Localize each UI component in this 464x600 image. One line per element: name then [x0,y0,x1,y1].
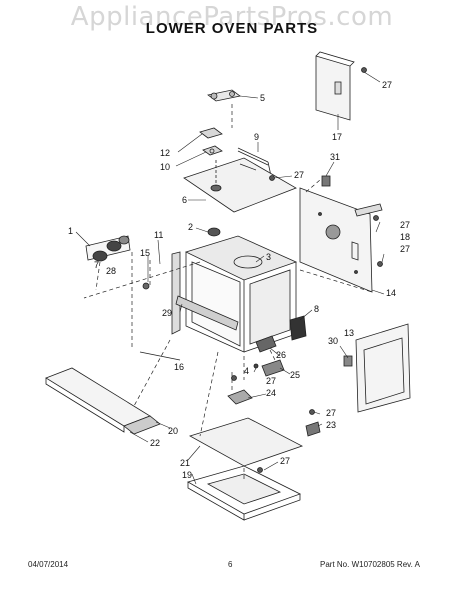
part-5-drawing[interactable] [207,89,241,102]
footer-page-number: 6 [228,560,233,569]
assembly-lines [83,104,373,480]
callout-13: 13 [344,328,354,338]
callout-19: 19 [182,470,192,480]
callout-21: 21 [180,458,190,468]
part-30-drawing[interactable] [343,355,353,367]
part-10-drawing[interactable] [202,145,223,156]
part-16-drawing[interactable] [139,351,181,361]
callout-6: 6 [182,195,187,205]
callout-27: 27 [326,408,336,418]
callout-12: 12 [160,148,170,158]
part-4-drawing[interactable] [253,363,259,369]
part-18-drawing[interactable] [354,203,383,217]
callout-15: 15 [140,248,150,258]
callout-25: 25 [290,370,300,380]
callout-7: 7 [94,260,99,270]
callout-27: 27 [400,220,410,230]
callout-27: 27 [280,456,290,466]
part-17-drawing[interactable] [315,51,355,121]
callout-3: 3 [266,252,271,262]
callout-16: 16 [174,362,184,372]
callout-27: 27 [400,244,410,254]
part-19-drawing[interactable] [186,465,302,521]
footer-date: 04/07/2014 [28,560,69,569]
part-3-drawing[interactable] [184,235,298,353]
part-27-drawing[interactable] [231,67,383,473]
callout-31: 31 [330,152,340,162]
part-21-drawing[interactable] [188,417,304,467]
callout-9: 9 [254,132,259,142]
part-14-drawing[interactable] [299,187,373,293]
callout-22: 22 [150,438,160,448]
callout-26: 26 [276,350,286,360]
part-25-drawing[interactable] [261,359,285,377]
part-31-drawing[interactable] [321,175,331,187]
part-7-drawing[interactable] [92,235,130,262]
leader-lines [75,71,385,485]
callout-27: 27 [382,80,392,90]
callout-1: 1 [68,226,73,236]
callout-24: 24 [266,388,276,398]
part-15-drawing[interactable] [142,282,150,290]
part-24-drawing[interactable] [227,389,253,405]
callout-23: 23 [326,420,336,430]
part-6-drawing[interactable] [183,157,297,213]
callout-4: 4 [244,366,249,376]
callout-14: 14 [386,288,396,298]
part-13-drawing[interactable] [355,323,411,413]
part-26-drawing[interactable] [255,335,277,353]
part-8-drawing[interactable] [289,315,307,341]
callout-5: 5 [260,93,265,103]
part-12-drawing[interactable] [199,127,223,139]
callout-27: 27 [294,170,304,180]
callout-28: 28 [106,266,116,276]
callout-labels: 5 27 17 9 12 10 31 27 6 2 27 18 27 1 11 … [68,80,410,480]
watermark: AppliancePartsPros.com [70,2,394,32]
callout-10: 10 [160,162,170,172]
callout-8: 8 [314,304,319,314]
callout-27: 27 [266,376,276,386]
part-23-drawing[interactable] [305,421,321,437]
callout-17: 17 [332,132,342,142]
callout-29: 29 [162,308,172,318]
part-2-drawing[interactable] [207,227,221,237]
callout-2: 2 [188,222,193,232]
page-title: LOWER OVEN PARTS [145,20,319,37]
callout-18: 18 [400,232,410,242]
callout-11: 11 [154,230,163,240]
footer-part-number: Part No. W10702805 Rev. A [320,560,420,569]
callout-30: 30 [328,336,338,346]
callout-20: 20 [168,426,178,436]
part-29-drawing[interactable] [171,251,239,335]
